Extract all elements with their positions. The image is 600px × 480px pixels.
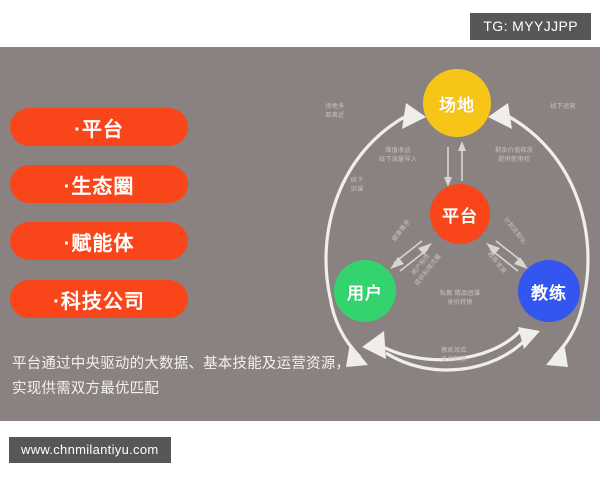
arrowhead-left-lower (346, 343, 368, 367)
node-coach[interactable]: 教练 (518, 260, 580, 322)
diagram-arrows: .arc { fill:none; stroke:#f0eeeb; stroke… (324, 103, 590, 372)
main-panel: ·平台 ·生态圈 ·赋能体 ·科技公司 平台通过中央驱动的大数据、基本技能及运营… (0, 47, 600, 421)
pill-button-enabler[interactable]: ·赋能体 (10, 222, 188, 260)
arrowhead-platform-down (444, 177, 452, 187)
arc-bottom-left (375, 327, 524, 362)
arrowhead-platform-in-left (418, 243, 432, 255)
arrowhead-venue-up (458, 141, 466, 151)
arrowhead-outer-left (402, 103, 426, 129)
arc-bottom-right (385, 337, 528, 372)
node-user[interactable]: 用户 (334, 260, 396, 322)
caption-text: 平台通过中央驱动的大数据、基本技能及运营资源， 实现供需双方最优匹配 (12, 352, 352, 402)
arrowhead-user-in (390, 257, 404, 269)
arrowhead-bottom-left (362, 331, 386, 359)
arrowhead-right-lower (546, 343, 568, 367)
arrowhead-platform-in-right (486, 243, 500, 255)
arrowhead-outer-right (488, 103, 512, 129)
arc-outer-right (505, 113, 590, 298)
node-platform[interactable]: 平台 (430, 184, 490, 244)
arrowhead-bottom-right (518, 327, 540, 349)
tg-badge: TG: MYYJJPP (470, 13, 591, 40)
caption-line-2: 实现供需双方最优匹配 (12, 381, 159, 397)
caption-line-1: 平台通过中央驱动的大数据、基本技能及运营资源， (12, 356, 351, 372)
footer-url[interactable]: www.chnmilantiyu.com (9, 437, 171, 463)
node-venue[interactable]: 场地 (423, 69, 491, 137)
pill-button-tech-company[interactable]: ·科技公司 (10, 280, 188, 318)
pill-button-ecosystem[interactable]: ·生态圈 (10, 165, 188, 203)
arrowhead-coach-in (514, 257, 528, 269)
cycle-diagram: .arc { fill:none; stroke:#f0eeeb; stroke… (290, 47, 600, 421)
pill-button-platform[interactable]: ·平台 (10, 108, 188, 146)
arc-outer-left (324, 113, 409, 298)
